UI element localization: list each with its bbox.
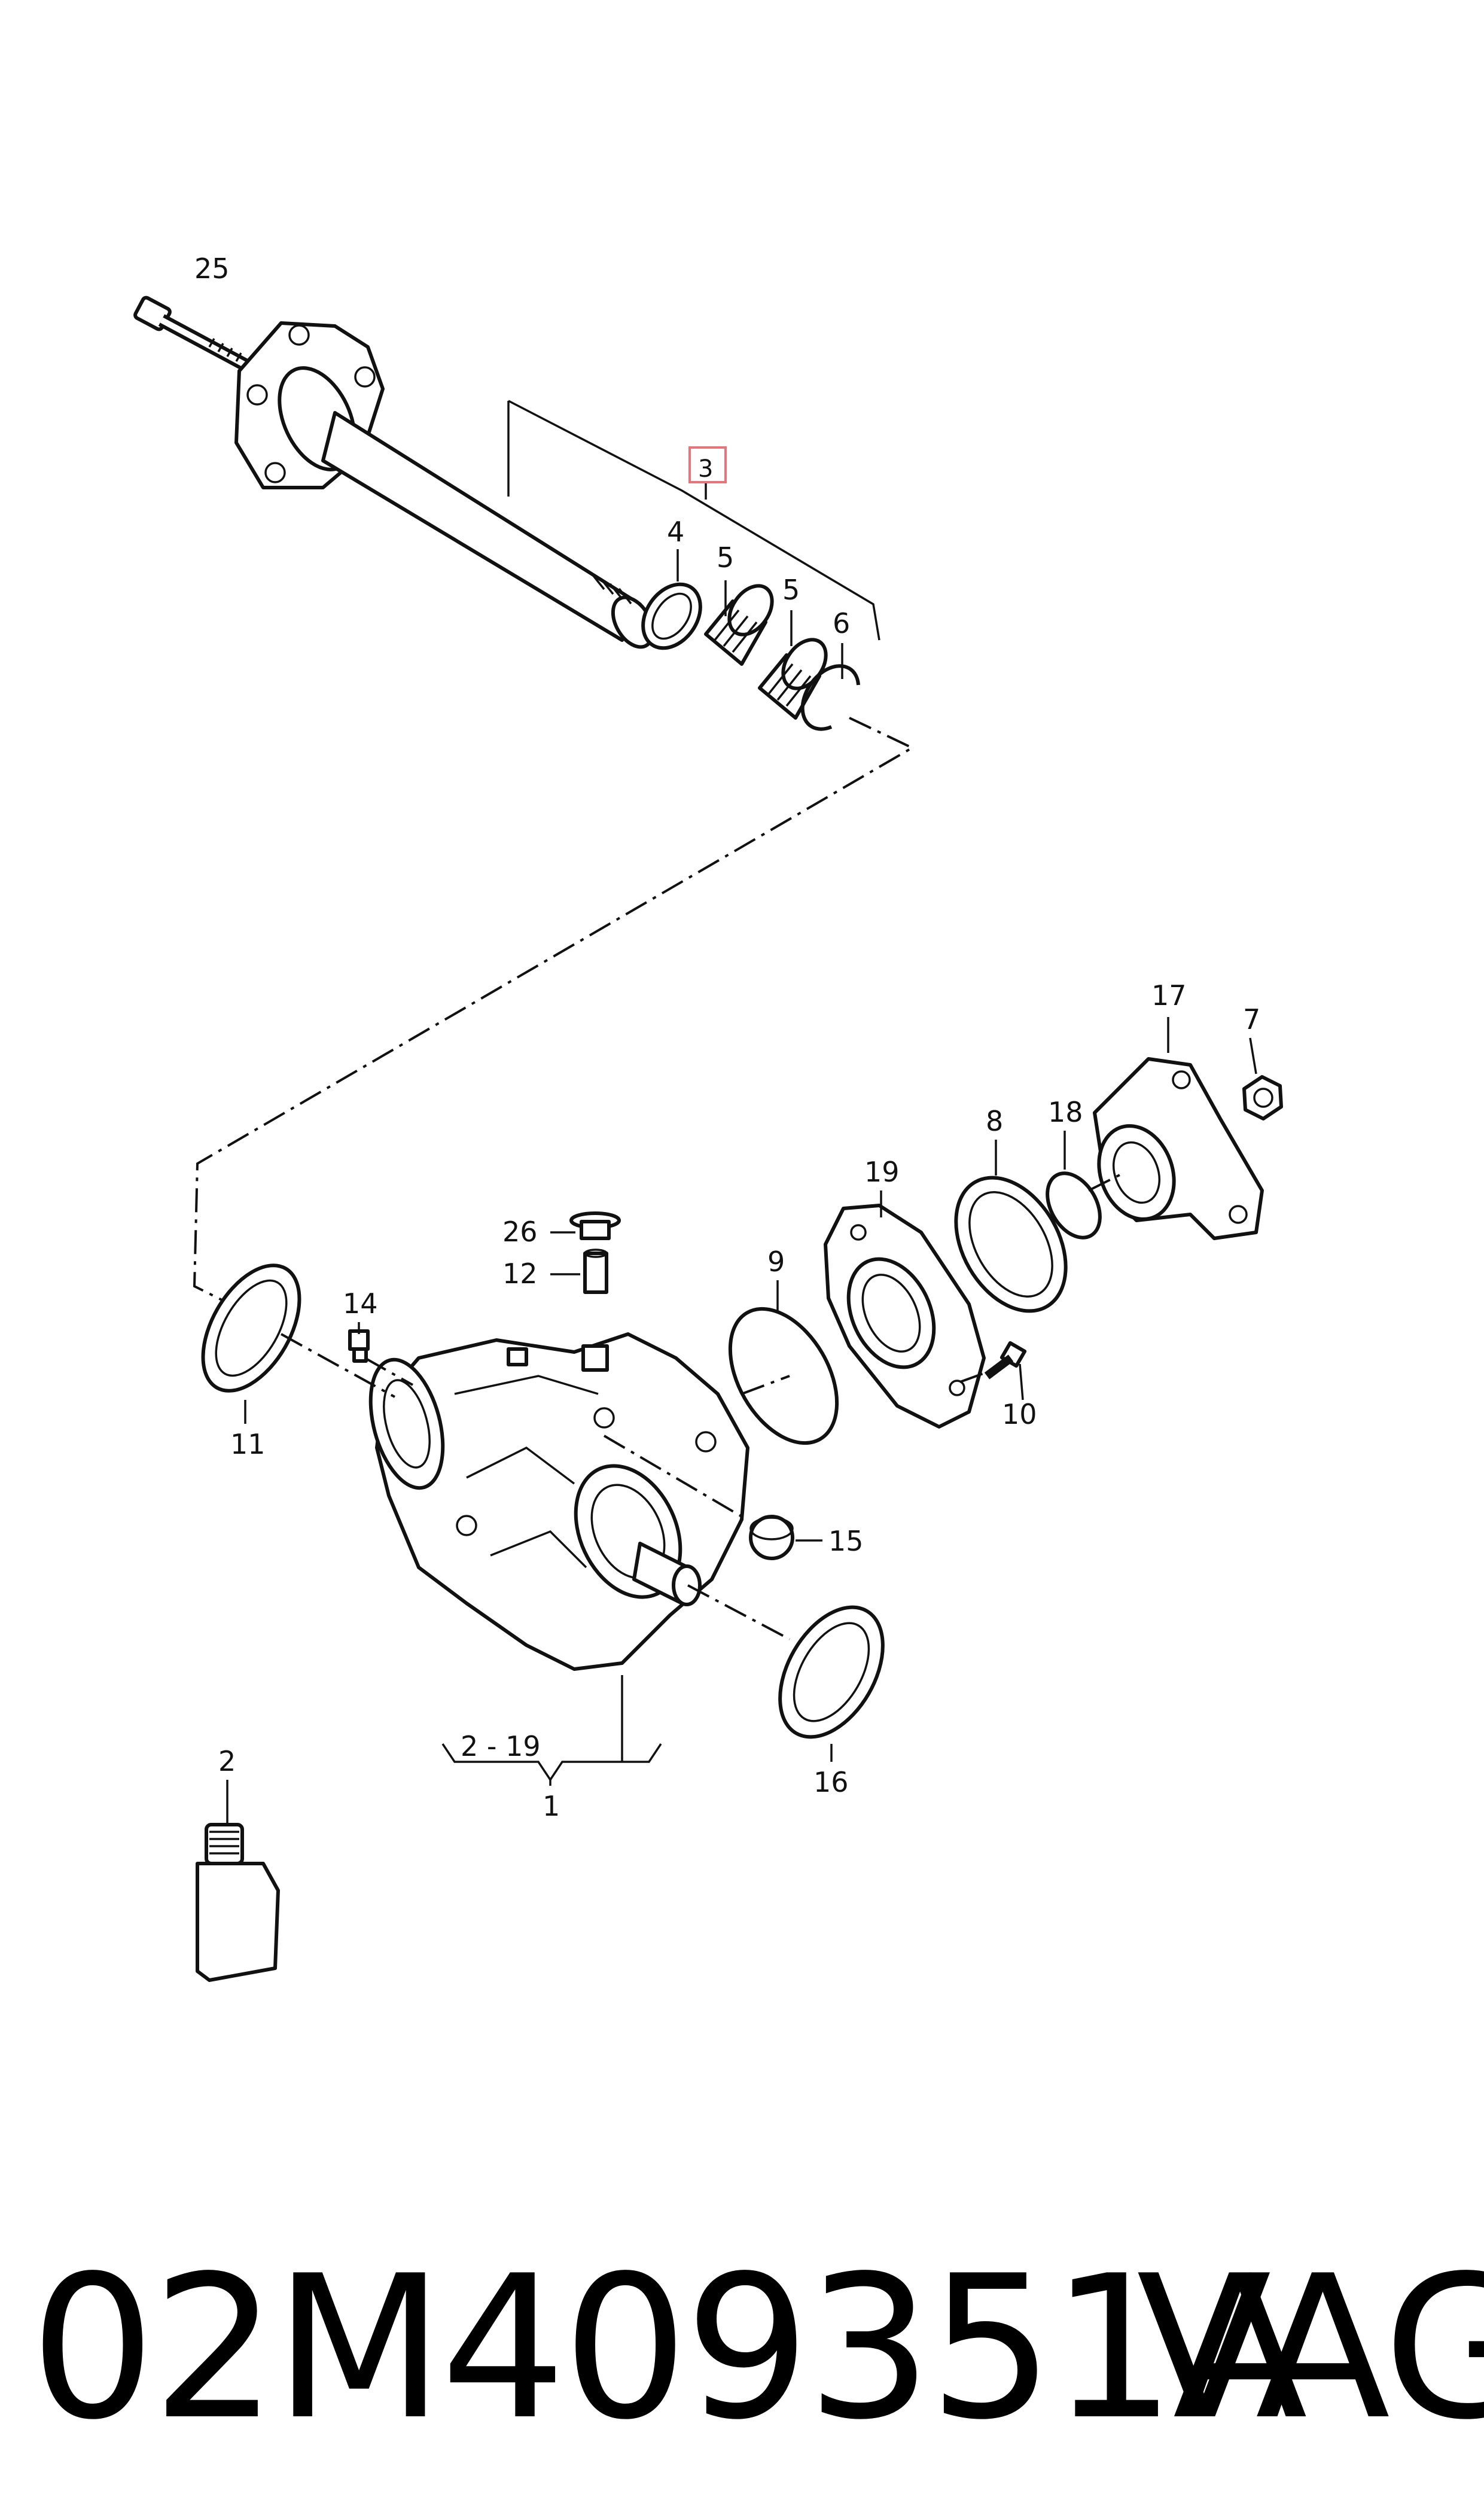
- part-8-shaft-seal: [954, 1140, 1068, 1313]
- part-number: 02M409351A: [30, 2233, 1308, 2463]
- callout-6: 6: [833, 607, 850, 640]
- part-6-circlip: [800, 643, 860, 731]
- callout-26: 26: [502, 1216, 538, 1248]
- callout-5a: 5: [717, 541, 734, 574]
- group-3-bracket: [507, 400, 880, 641]
- exploded-parts-diagram: 25 3 4 5 5 6 17 7 18 8 19 9 26 12 14 10 …: [133, 252, 1283, 1982]
- callout-15: 15: [828, 1525, 864, 1557]
- alignment-line-left: [281, 1333, 395, 1398]
- part-17-output-flange: [1093, 1017, 1264, 1240]
- alignment-line-flange: [1088, 1171, 1125, 1192]
- callout-2: 2: [218, 1745, 236, 1777]
- callout-4: 4: [667, 516, 684, 548]
- part-5-needle-bearing-a: [704, 580, 774, 666]
- footer: 02M409351A VAG: [0, 2225, 1484, 2477]
- alignment-line-right: [603, 1435, 743, 1518]
- alignment-line-lower: [687, 1584, 790, 1640]
- alignment-line-plug: [364, 1357, 413, 1386]
- part-14-plug: [348, 1322, 370, 1363]
- part-18-o-ring: [1046, 1131, 1102, 1240]
- part-5-needle-bearing-b: [758, 610, 828, 720]
- part-4-seal-ring: [641, 549, 702, 650]
- callout-1: 1: [543, 1790, 560, 1822]
- part-1-final-drive-housing: [368, 1332, 749, 1671]
- callout-12: 12: [502, 1258, 538, 1290]
- callout-18: 18: [1048, 1096, 1083, 1128]
- callout-10: 10: [1002, 1398, 1037, 1430]
- alignment-line-oring: [741, 1375, 790, 1395]
- callout-19: 19: [864, 1156, 900, 1188]
- callout-8: 8: [986, 1105, 1003, 1137]
- part-15-cap: [749, 1515, 822, 1560]
- alignment-line-upper: [193, 717, 915, 1302]
- callout-7: 7: [1243, 1003, 1260, 1036]
- callout-5b: 5: [782, 574, 800, 606]
- part-11-shaft-seal: [201, 1263, 301, 1424]
- alignment-line-bolt: [959, 1369, 994, 1383]
- part-25-bolt: [133, 296, 249, 371]
- callout-17: 17: [1151, 979, 1187, 1012]
- group-1-bracket: [441, 1675, 662, 1786]
- brand-name: VAG: [1136, 2233, 1484, 2463]
- part-2-oil-bottle: [196, 1780, 280, 1982]
- part-9-o-ring: [728, 1280, 839, 1445]
- part-7-nut: [1242, 1037, 1283, 1121]
- drive-shaft-flange: [234, 321, 655, 649]
- callout-25: 25: [194, 252, 230, 285]
- part-26-cap: [550, 1211, 621, 1240]
- callout-3: 3: [698, 455, 713, 483]
- part-10-bolt: [984, 1341, 1027, 1400]
- callout-9: 9: [767, 1246, 785, 1278]
- callout-2-19: 2 - 19: [461, 1730, 541, 1762]
- part-16-shaft-seal: [778, 1605, 885, 1762]
- callout-14: 14: [343, 1287, 378, 1320]
- callout-16: 16: [813, 1766, 849, 1798]
- part-19-bearing-cover: [824, 1191, 986, 1429]
- callout-11: 11: [230, 1428, 266, 1460]
- part-12-sleeve: [550, 1249, 608, 1294]
